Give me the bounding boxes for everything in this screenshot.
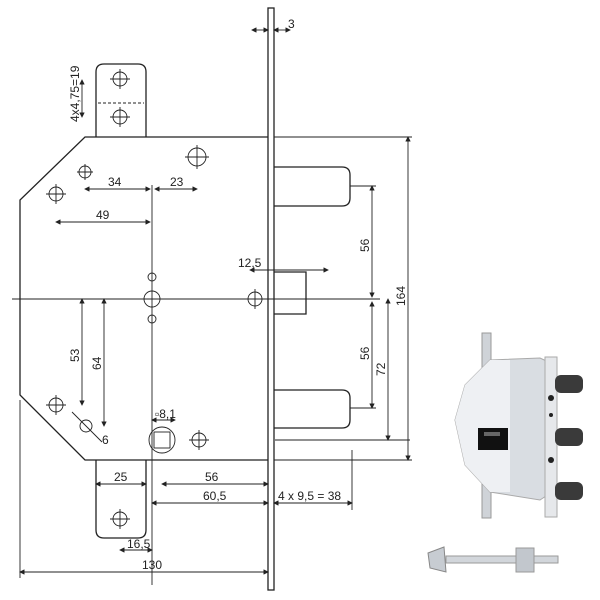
- key-image: [427, 546, 559, 573]
- dim-49: 49: [96, 208, 110, 222]
- dim-72: 72: [374, 362, 388, 376]
- dim-130: 130: [142, 558, 162, 572]
- dim-lower-56: 56: [358, 346, 372, 360]
- dim-25: 25: [114, 470, 128, 484]
- dim-64: 64: [90, 356, 104, 370]
- dim-12-5: 12,5: [238, 256, 262, 270]
- dim-34: 34: [108, 175, 122, 189]
- dim-8-1: ▫8,1: [155, 407, 176, 421]
- top-tab: [95, 63, 147, 137]
- bottom-tab: [95, 460, 147, 539]
- dim-53: 53: [68, 348, 82, 362]
- dim-60-5: 60,5: [203, 489, 227, 503]
- dim-bolt-throw: 4 x 9,5 = 38: [278, 489, 341, 503]
- dim-164: 164: [394, 286, 408, 306]
- dim-faceplate-thickness: 3: [288, 17, 295, 31]
- lock-body: [19, 136, 268, 461]
- dim-16-5: 16,5: [127, 537, 151, 551]
- dim-hole-spacing: 4x4,75=19: [68, 65, 82, 122]
- bolts: [274, 166, 351, 429]
- dim-spindle-56: 56: [205, 470, 219, 484]
- dim-6: 6: [102, 433, 109, 447]
- dim-23: 23: [170, 175, 184, 189]
- dim-upper-56: 56: [358, 238, 372, 252]
- lock-product-image: [454, 332, 583, 519]
